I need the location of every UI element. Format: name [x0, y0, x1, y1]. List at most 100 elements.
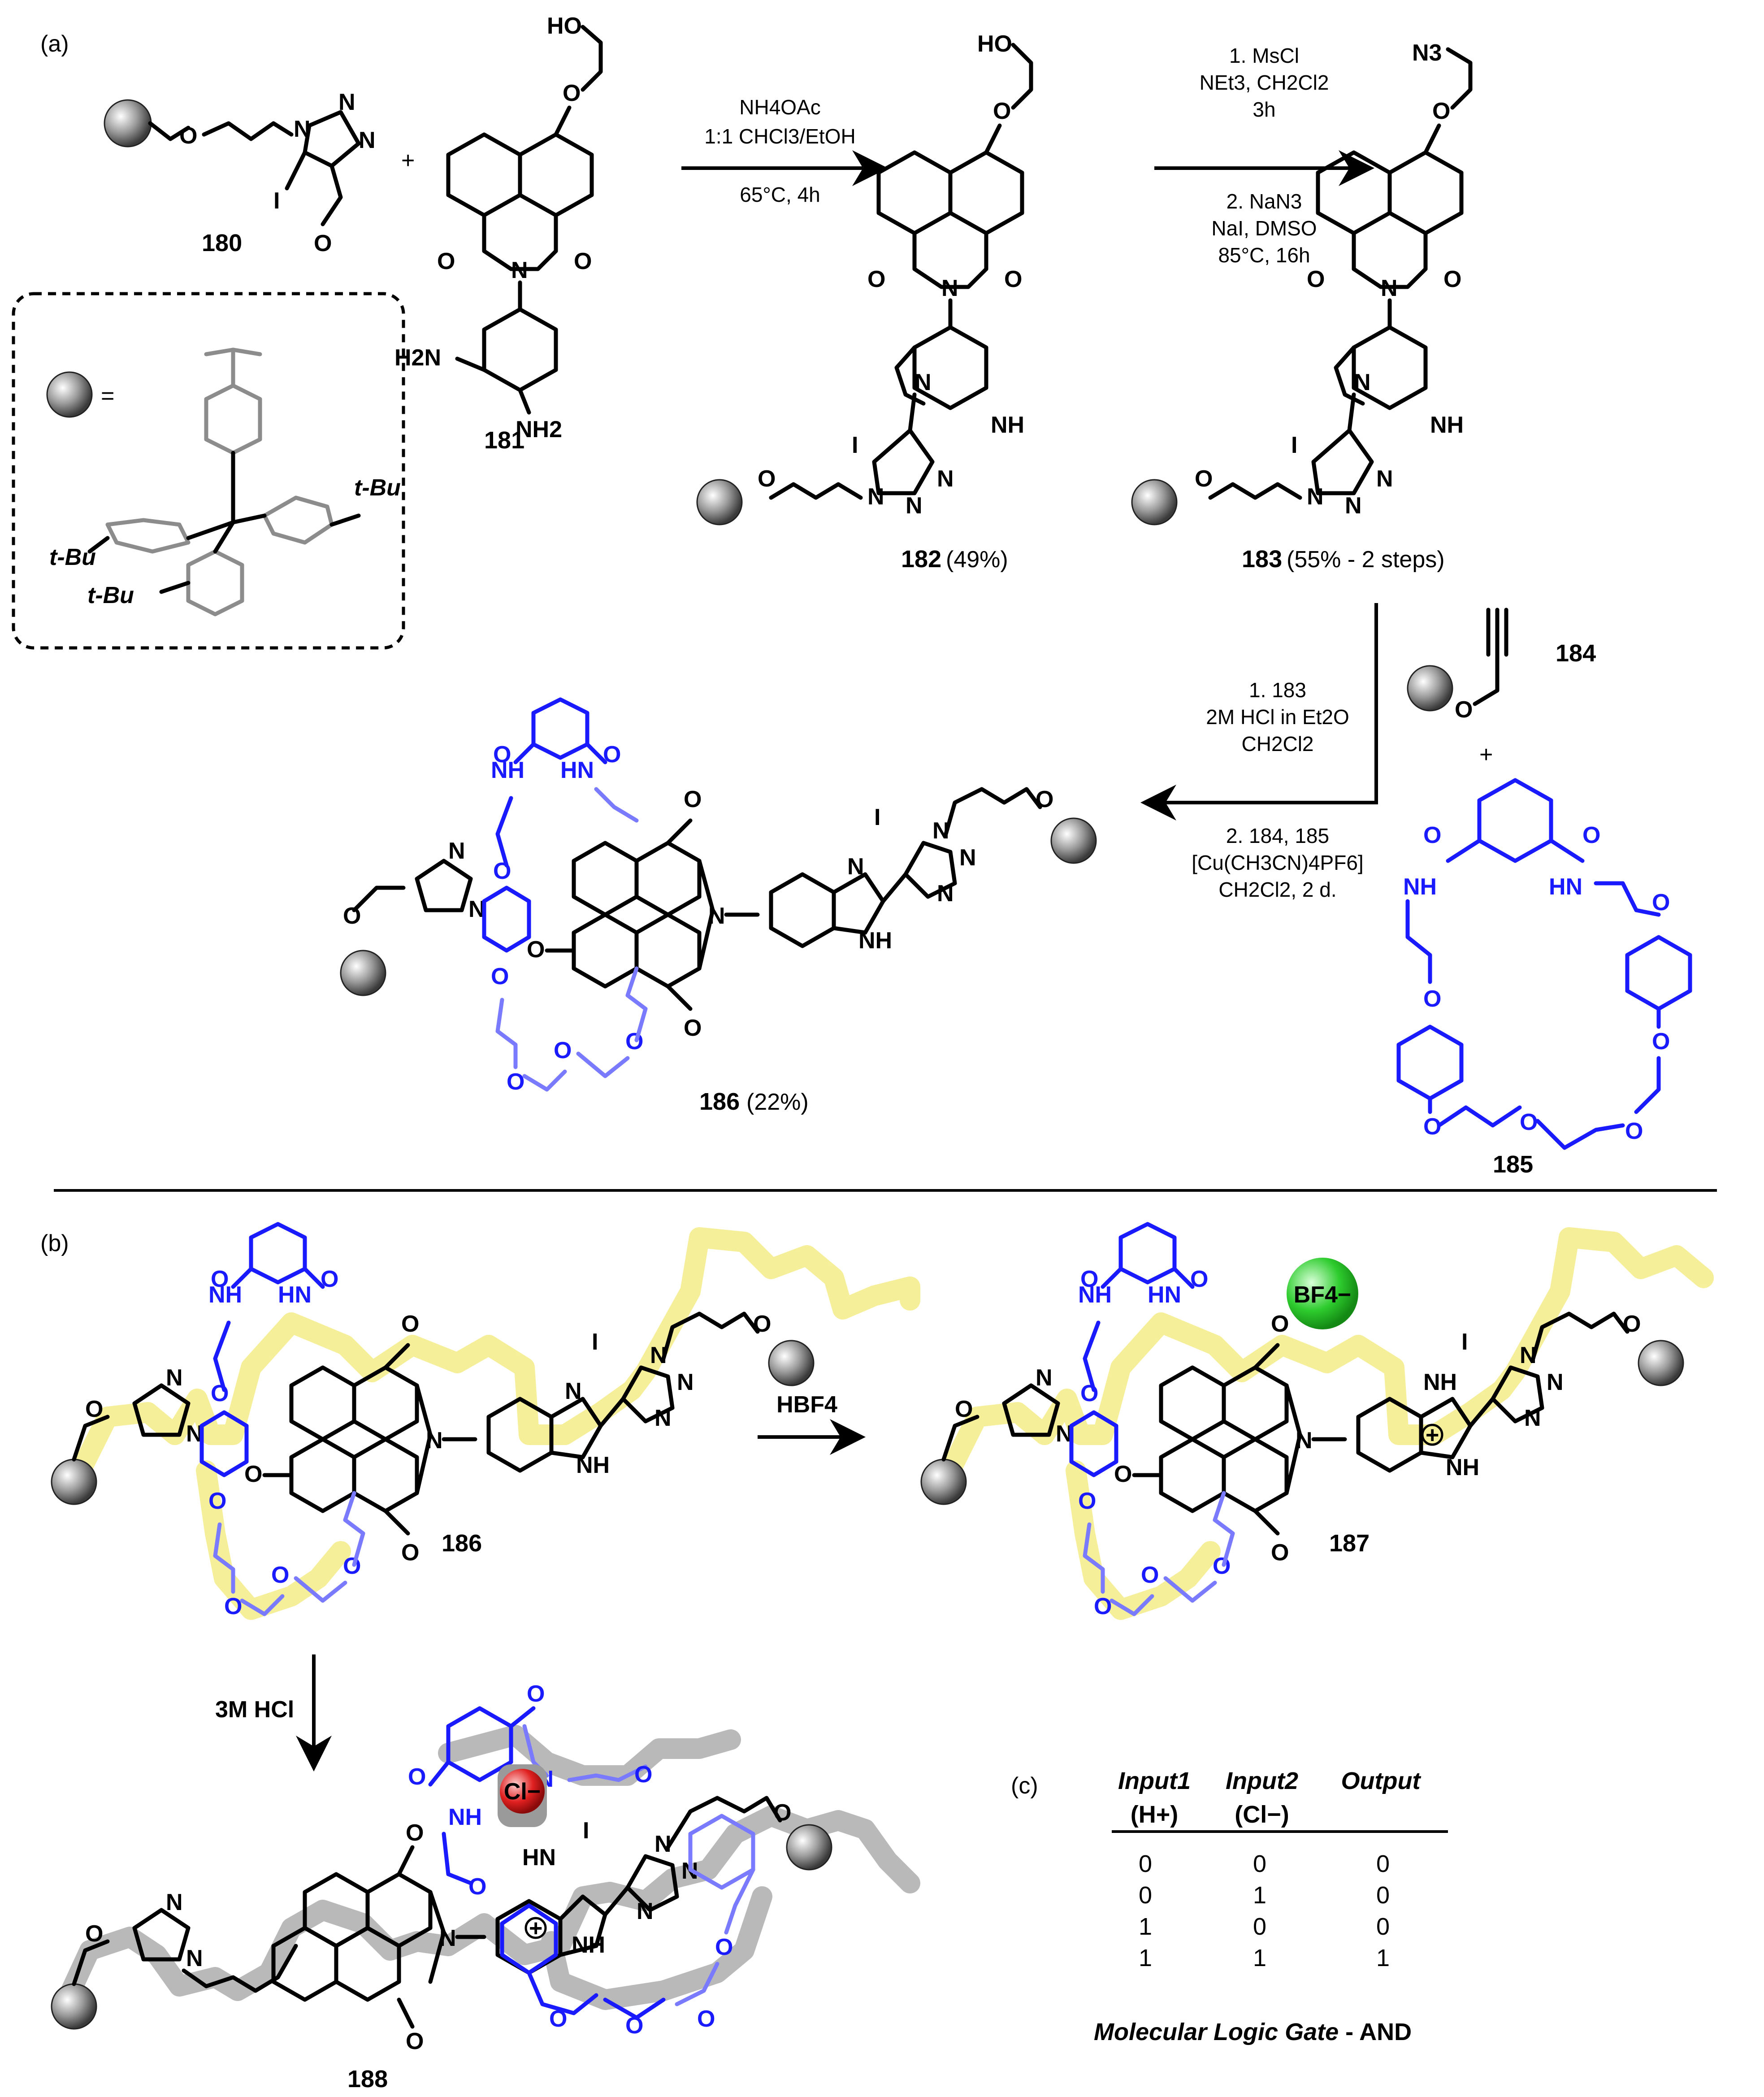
table-cell: 0 — [1376, 1882, 1390, 1909]
atom-o: O — [1423, 986, 1441, 1012]
atom-hn: HN — [1549, 874, 1582, 900]
atom-n: N — [847, 854, 864, 880]
table-cell: 0 — [1376, 1913, 1390, 1940]
atom-o: O — [314, 230, 332, 256]
cond-step2-line4: 2. NaN3 — [1227, 190, 1302, 213]
trityl-stopper-structure — [87, 347, 361, 617]
atom-o: O — [406, 1820, 424, 1846]
table-subheader-cl: (Cl−) — [1235, 1801, 1289, 1828]
atom-n: N — [338, 89, 355, 115]
molecule-185: O O NH HN O O O O O O — [1396, 778, 1692, 1150]
atom-n: N — [448, 838, 465, 864]
atom-n: N — [166, 1365, 183, 1391]
atom-o: O — [406, 2028, 424, 2054]
atom-hn: HN — [522, 1845, 556, 1871]
cond-step2-line5: NaI, DMSO — [1211, 217, 1317, 240]
panel-label-b: (b) — [40, 1230, 69, 1256]
atom-o: O — [563, 80, 581, 106]
molecule-187: O N N O O NH HN O O O O O N NH NH + — [920, 1222, 1714, 1620]
panel-label-a: (a) — [40, 31, 69, 57]
atom-o: O — [993, 98, 1011, 124]
atom-o: O — [507, 1069, 524, 1095]
label-182: 182 — [901, 546, 941, 573]
atom-n: N — [166, 1889, 183, 1915]
atom-n: N — [186, 1945, 203, 1971]
atom-o: O — [684, 1015, 702, 1041]
atom-o: O — [1114, 1461, 1132, 1487]
stopper-ball — [51, 1983, 97, 2030]
atom-o: O — [1652, 1029, 1670, 1055]
charge-plus-sign: + — [529, 1915, 542, 1941]
table-header-input1: Input1 — [1118, 1767, 1191, 1794]
tbu-label-3: t-Bu — [87, 582, 134, 608]
atom-o: O — [1141, 1562, 1159, 1588]
label-184: 184 — [1556, 640, 1596, 667]
atom-o: O — [634, 1762, 652, 1788]
plus-sign-1: + — [401, 148, 415, 174]
atom-o: O — [437, 248, 455, 274]
atom-o: O — [715, 1934, 733, 1960]
cl-ion-ball — [500, 1769, 545, 1814]
molecule-186-b: O N N O O NH HN O O O O O N N NH I N — [51, 1222, 920, 1620]
atom-n: N — [677, 1369, 694, 1395]
atom-n: N — [565, 1378, 582, 1404]
molecule-180: O N N N I O — [104, 89, 376, 256]
atom-o: O — [1652, 890, 1670, 916]
atom-o: O — [527, 937, 545, 963]
cond-step3-line3: CH2Cl2 — [1241, 732, 1313, 755]
label-181: 181 — [484, 427, 524, 454]
atom-n: N — [906, 493, 923, 519]
atom-i: I — [592, 1329, 598, 1355]
atom-n: N — [1036, 1365, 1053, 1391]
cond-step3-line6: CH2Cl2, 2 d. — [1218, 878, 1336, 901]
cond-step3-line4: 2. 184, 185 — [1226, 824, 1329, 847]
atom-nh: NH — [858, 928, 892, 954]
atom-o: O — [401, 1311, 419, 1337]
atom-i: I — [273, 188, 280, 214]
stopper-ball-legend — [46, 371, 93, 418]
stopper-ball — [786, 1824, 832, 1871]
atom-o: O — [1623, 1311, 1641, 1337]
atom-n: N — [359, 127, 376, 153]
stopper-ball — [696, 479, 743, 525]
atom-o: O — [271, 1562, 289, 1588]
atom-n: N — [1345, 493, 1362, 519]
atom-o: O — [603, 742, 621, 768]
tbu-label-2: t-Bu — [49, 544, 96, 570]
tbu-label-1: t-Bu — [354, 475, 401, 501]
atom-n: N — [1354, 369, 1371, 395]
atom-o: O — [211, 1266, 229, 1292]
table-subheader-h: (H+) — [1131, 1801, 1179, 1828]
cond-hbf4: HBF4 — [776, 1392, 837, 1418]
atom-o: O — [1080, 1266, 1098, 1292]
molecule-181: HO O O O N — [437, 13, 603, 415]
atom-o: O — [697, 2006, 715, 2032]
atom-o: O — [1582, 822, 1600, 848]
cond-3m-hcl: 3M HCl — [215, 1697, 294, 1723]
cond-step2-line3: 3h — [1253, 98, 1275, 121]
atom-ho: HO — [977, 31, 1012, 57]
table-cell: 0 — [1139, 1850, 1152, 1877]
atom-o: O — [1036, 786, 1053, 812]
atom-o: O — [1307, 266, 1325, 292]
yield-183: (55% - 2 steps) — [1287, 547, 1445, 573]
table-cell: 0 — [1253, 1913, 1266, 1940]
atom-o: O — [491, 964, 509, 990]
stopper-ball — [51, 1459, 97, 1505]
molecule-184: O — [1407, 608, 1508, 723]
yield-182: (49%) — [946, 547, 1008, 573]
atom-o: O — [1271, 1540, 1289, 1566]
stopper-ball — [1131, 479, 1178, 525]
atom-i: I — [1461, 1329, 1468, 1355]
atom-nh: NH — [572, 1932, 605, 1958]
atom-nh: NH — [991, 412, 1024, 438]
atom-hn: HN — [560, 757, 594, 783]
atom-o: O — [211, 1381, 229, 1407]
atom-o: O — [549, 2006, 567, 2032]
atom-o: O — [527, 1681, 545, 1707]
atom-o: O — [179, 123, 197, 149]
atom-n: N — [654, 1405, 672, 1431]
molecule-183: N3 O O O N N NH I N N N O — [1131, 40, 1473, 525]
atom-o: O — [1432, 98, 1450, 124]
atom-n: N — [1376, 466, 1393, 492]
